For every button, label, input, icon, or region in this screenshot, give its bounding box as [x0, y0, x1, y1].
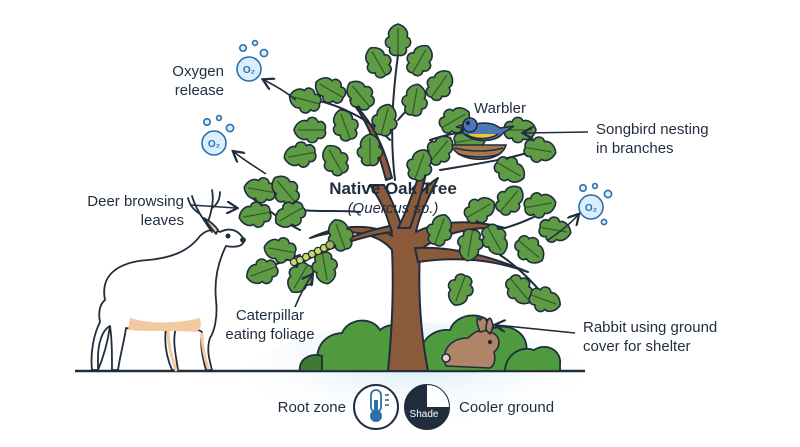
o2-text: O₂ — [208, 139, 220, 150]
o2-bubble-icon — [236, 39, 269, 82]
title-sub: (Quercus sp.) — [347, 200, 439, 217]
rabbit-label: Rabbit using ground cover for shelter — [583, 319, 718, 355]
warbler-bird — [455, 117, 515, 142]
warbler-label: Warbler — [474, 100, 526, 117]
deer-label: Deer browsing leaves — [87, 193, 184, 229]
o2-bubble-icon — [578, 182, 613, 226]
caterpillar-label: Caterpillar eating foliage — [225, 307, 315, 343]
shade-text: Shade — [410, 409, 439, 420]
o2-bubble-icon — [201, 114, 235, 156]
title-main: Native Oak Tree — [329, 179, 457, 198]
diagram-title: Native Oak Tree (Quercus sp.) — [318, 178, 468, 218]
o2-text: O₂ — [243, 65, 255, 76]
rabbit — [441, 316, 500, 369]
songbird-label: Songbird nesting in branches — [596, 121, 709, 157]
arrow-icon — [190, 80, 589, 334]
caterpillar — [289, 240, 335, 267]
cooler-ground-label: Cooler ground — [459, 399, 555, 416]
o2-text: O₂ — [585, 203, 597, 214]
warbler-nest — [451, 144, 508, 161]
deer — [90, 189, 246, 372]
shade-icon: Shade — [404, 384, 450, 430]
root-zone-label: Root zone — [277, 399, 346, 416]
thermometer-icon — [353, 384, 399, 430]
oxygen-label: Oxygen release — [172, 63, 224, 99]
